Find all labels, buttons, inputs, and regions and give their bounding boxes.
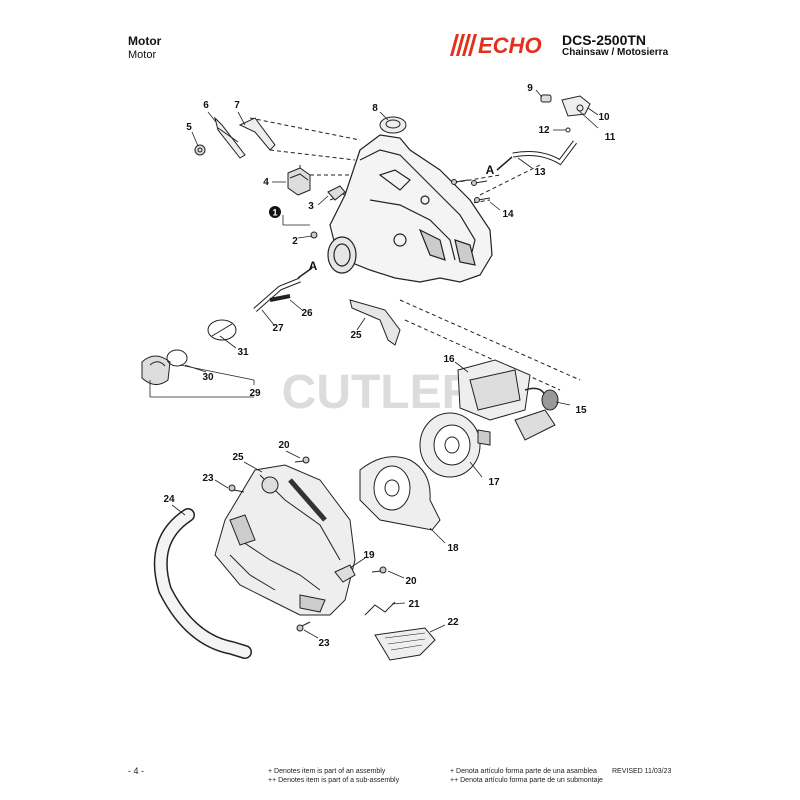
callout-21: 21 — [408, 599, 420, 610]
callout-24: 24 — [163, 494, 175, 505]
callout-30: 30 — [202, 372, 214, 383]
part-3 — [327, 185, 346, 201]
part-5-6-7 — [194, 116, 276, 159]
filter-22 — [374, 627, 436, 661]
assembly-note-es: + Denota artículo forma parte de una asa… — [450, 768, 597, 775]
subassembly-note-es: ++ Denota artículo forma parte de un sub… — [450, 777, 603, 784]
callout-18: 18 — [447, 543, 459, 554]
ref-letter-a-upper: A — [486, 163, 495, 177]
callout-14: 14 — [502, 209, 514, 220]
callout-20-lower: 20 — [405, 576, 417, 587]
callout-28: 27 — [272, 323, 284, 334]
callout-leaders — [149, 89, 599, 639]
flywheel-17 — [419, 412, 491, 478]
ref-arrows — [297, 156, 513, 279]
callout-23-lower: 23 — [318, 638, 330, 649]
callout-5: 5 — [186, 122, 192, 133]
part-8 — [379, 116, 407, 134]
part-4 — [287, 167, 311, 196]
echo-logo: ECHO — [450, 34, 542, 56]
fan-cover-18 — [359, 456, 441, 531]
callout-7: 7 — [234, 100, 240, 111]
ref-letter-a-lower: A — [309, 259, 318, 273]
brand-text: ECHO — [478, 34, 542, 56]
assembly-note-en: + Denotes item is part of an assembly — [268, 768, 386, 775]
part-27 — [269, 294, 291, 302]
callout-20-upper: 20 — [278, 440, 290, 451]
part-29-31 — [141, 319, 237, 385]
svg-text:1: 1 — [272, 208, 277, 218]
page-number: - 4 - — [128, 766, 145, 776]
callout-22: 22 — [447, 617, 459, 628]
subassembly-note-en: ++ Denotes item is part of a sub-assembl… — [268, 777, 400, 784]
callout-29: 29 — [249, 388, 261, 399]
callout-23-upper: 23 — [202, 473, 214, 484]
crankcase — [327, 134, 493, 283]
model-description: Chainsaw / Motosierra — [562, 47, 669, 58]
callout-31: 31 — [237, 347, 249, 358]
section-header: Motor Motor — [128, 34, 161, 62]
brand-header: ECHO DCS-2500TN Chainsaw / Motosierra — [448, 32, 678, 62]
callout-26: 25 — [350, 330, 362, 341]
spring-21 — [364, 601, 396, 616]
callout-25: 25 — [232, 452, 244, 463]
callout-9: 9 — [527, 83, 533, 94]
callout-13: 13 — [534, 167, 546, 178]
section-subtitle: Motor — [128, 49, 157, 61]
callout-11: 11 — [605, 132, 616, 143]
callout-10: 10 — [598, 112, 610, 123]
handle-housing-25 — [214, 464, 356, 616]
assembly-marker-1: 1 — [269, 206, 281, 218]
part-2 — [310, 231, 318, 239]
revised-date: REVISED 11/03/23 — [612, 768, 672, 775]
part-26 — [349, 299, 401, 346]
callout-17: 17 — [488, 477, 500, 488]
screws-20-23 — [228, 456, 387, 632]
part-19 — [334, 564, 356, 583]
callout-3: 3 — [308, 201, 314, 212]
callout-27: 26 — [301, 308, 313, 319]
part-9-12 — [540, 94, 591, 133]
part-15-16 — [457, 359, 559, 441]
callout-8: 8 — [372, 103, 378, 114]
callout-4: 4 — [263, 177, 269, 188]
model-number: DCS-2500TN — [562, 32, 647, 48]
screws-14 — [451, 179, 491, 203]
callout-6: 6 — [203, 100, 209, 111]
callout-15: 15 — [575, 405, 587, 416]
callout-2: 2 — [292, 236, 298, 247]
callout-12: 12 — [538, 125, 550, 136]
callout-16: 16 — [443, 354, 455, 365]
section-title: Motor — [128, 34, 162, 48]
callout-19: 19 — [363, 550, 375, 561]
